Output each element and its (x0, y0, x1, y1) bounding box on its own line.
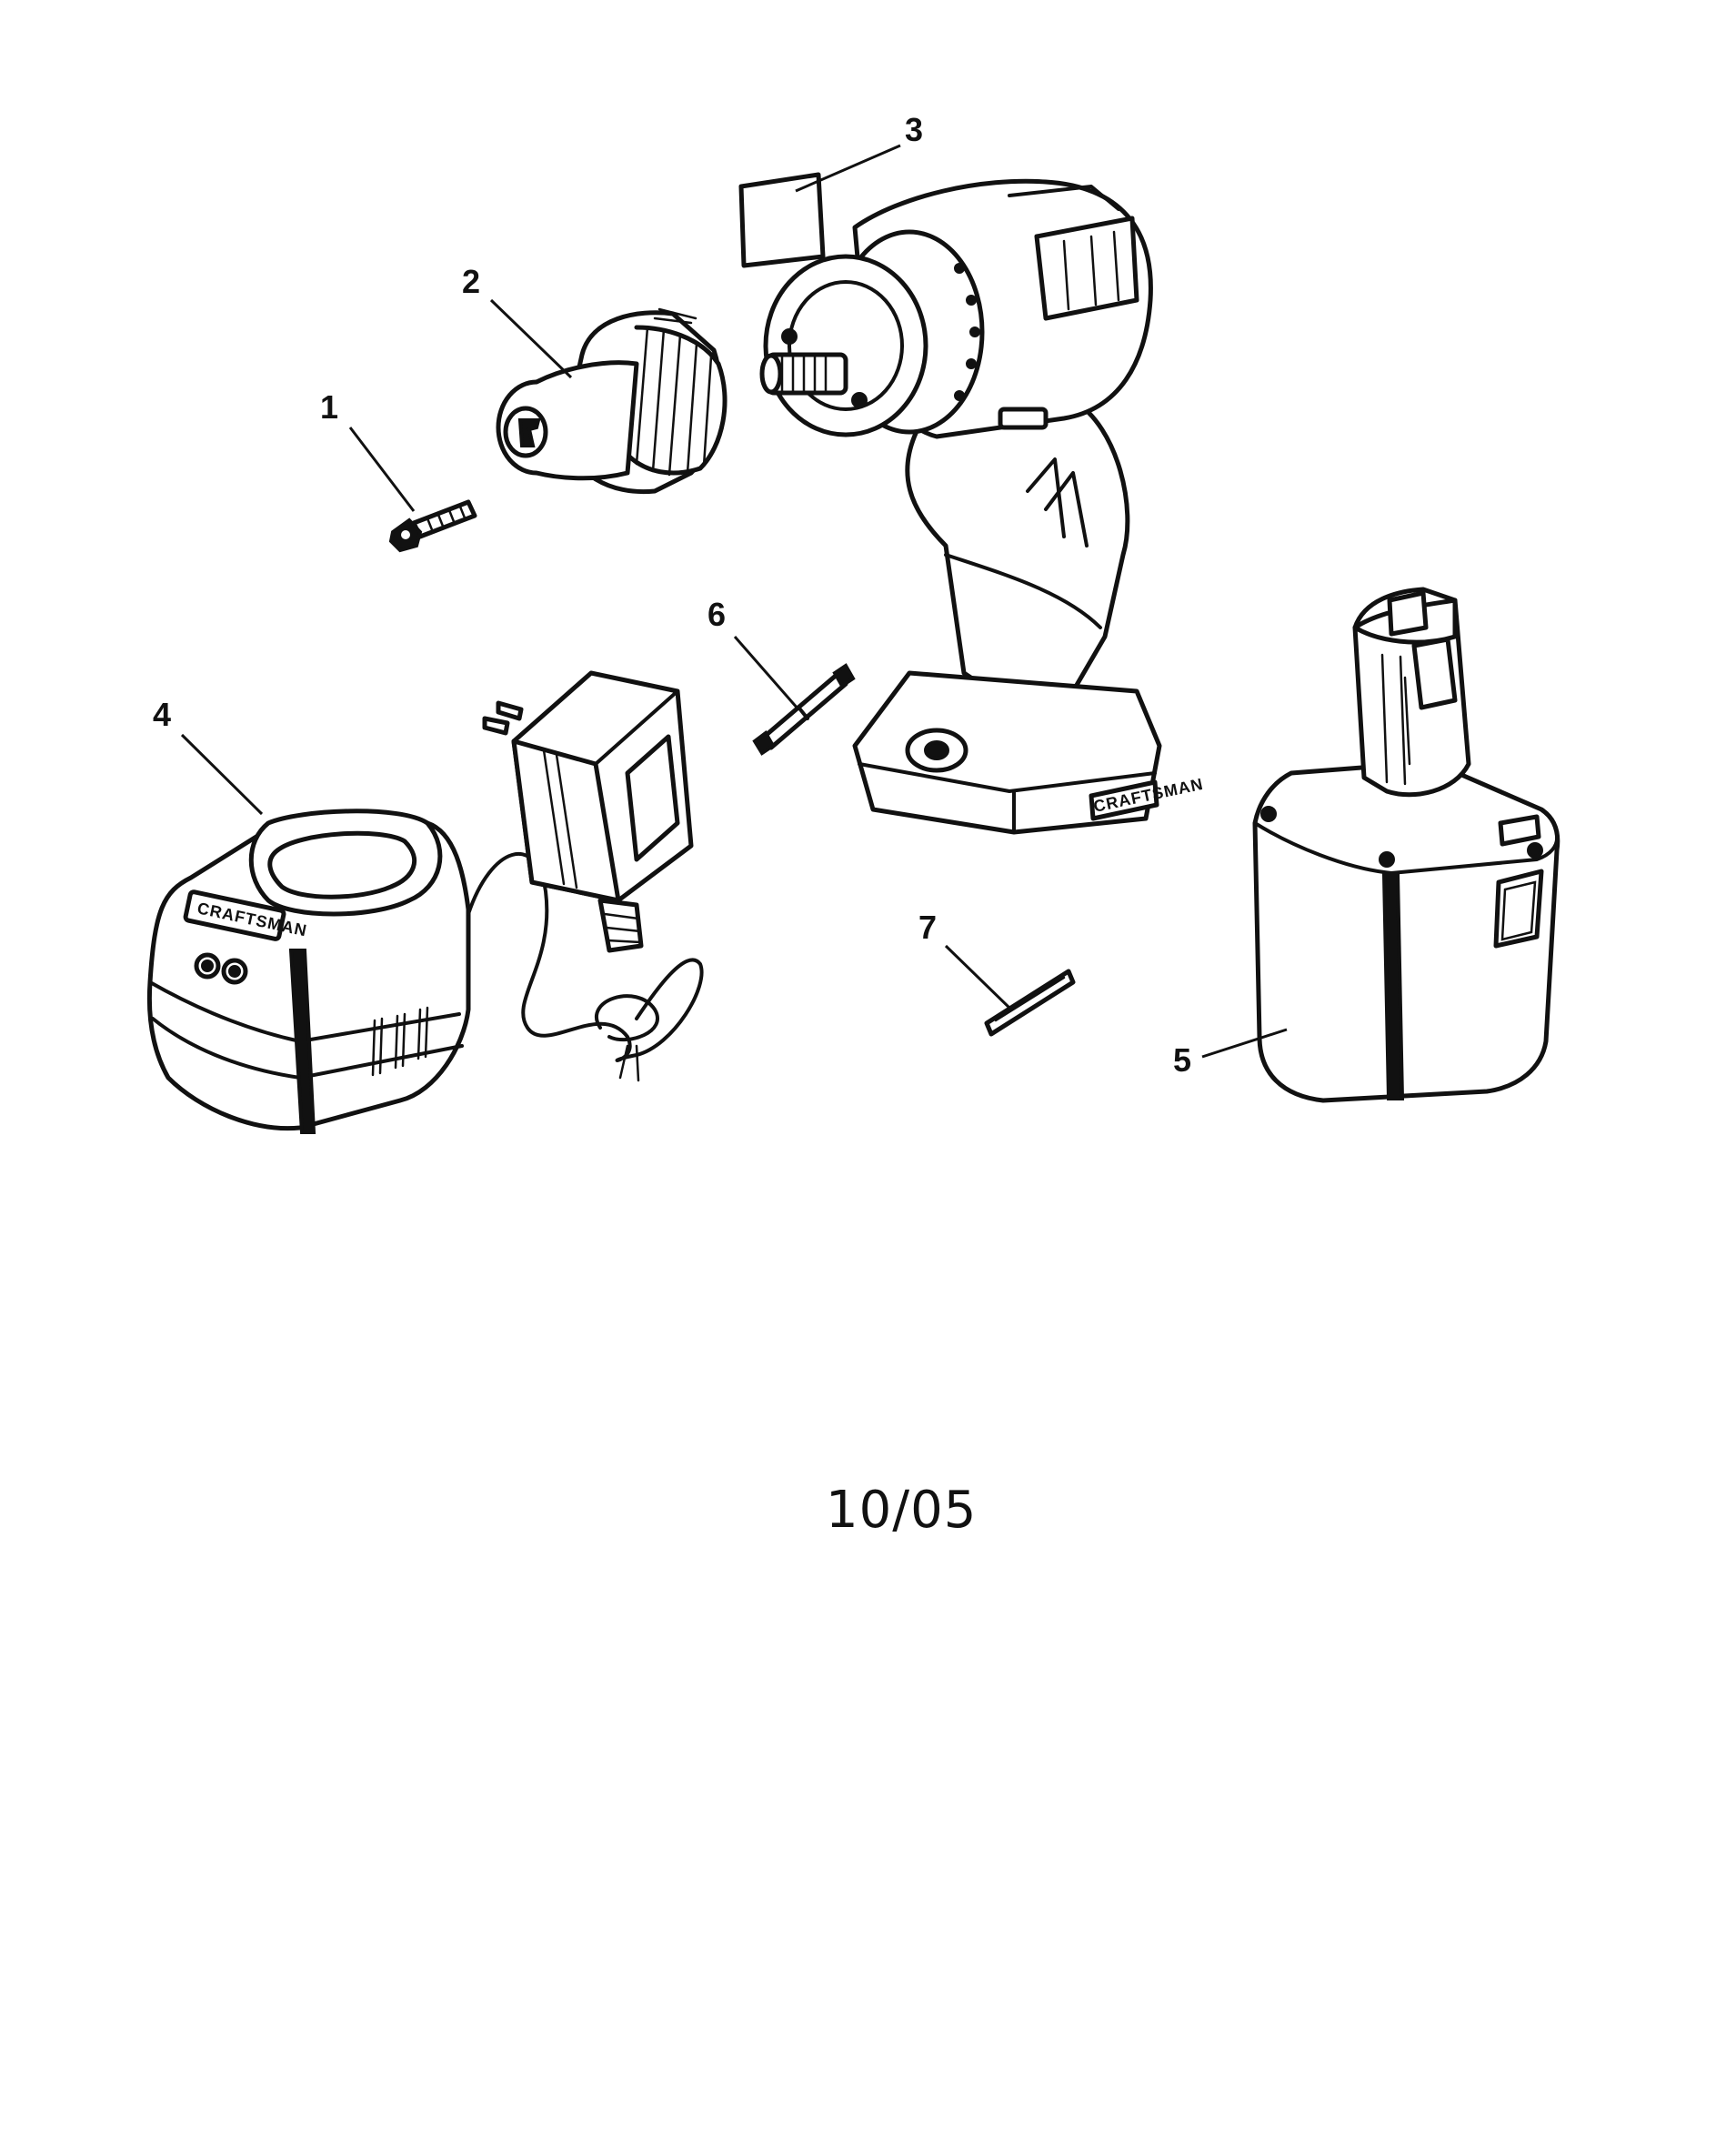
callout-number-6: 6 (707, 596, 726, 633)
clutch-ring-markings (954, 263, 980, 401)
leader-line-6 (733, 636, 800, 710)
leader-line-3 (795, 144, 901, 193)
callout-number-4: 4 (153, 696, 171, 733)
leader-line-7 (944, 944, 1013, 1011)
part-battery-pack (1252, 587, 1560, 1103)
callout-1: 1 (320, 388, 416, 512)
callout-7: 7 (918, 909, 1013, 1011)
spindle (759, 352, 848, 396)
part-label-plate (738, 172, 826, 268)
callout-number-2: 2 (462, 263, 480, 300)
part-driver-bit (752, 663, 856, 756)
part-chuck-screw (388, 499, 477, 553)
callout-5: 5 (1173, 1028, 1288, 1079)
part-keyless-chuck (496, 307, 728, 495)
part-wall-adapter (482, 670, 694, 953)
callout-6: 6 (707, 596, 800, 710)
callout-number-7: 7 (918, 909, 937, 946)
leader-line-5 (1201, 1028, 1288, 1059)
part-drill-body: CRAFTSMAN (759, 178, 1205, 835)
callout-number-5: 5 (1173, 1041, 1191, 1079)
leader-line-1 (348, 427, 416, 512)
part-bit-clip (984, 969, 1076, 1037)
callout-number-1: 1 (320, 388, 338, 426)
callout-number-3: 3 (905, 111, 923, 148)
callout-4: 4 (153, 696, 264, 816)
callout-2: 2 (462, 263, 573, 379)
part-charger: CRAFTSMAN (146, 809, 704, 1134)
leader-line-4 (180, 733, 264, 816)
leader-line-2 (489, 298, 573, 379)
callout-3: 3 (795, 111, 923, 193)
date-code: 10/05 (826, 1481, 978, 1540)
